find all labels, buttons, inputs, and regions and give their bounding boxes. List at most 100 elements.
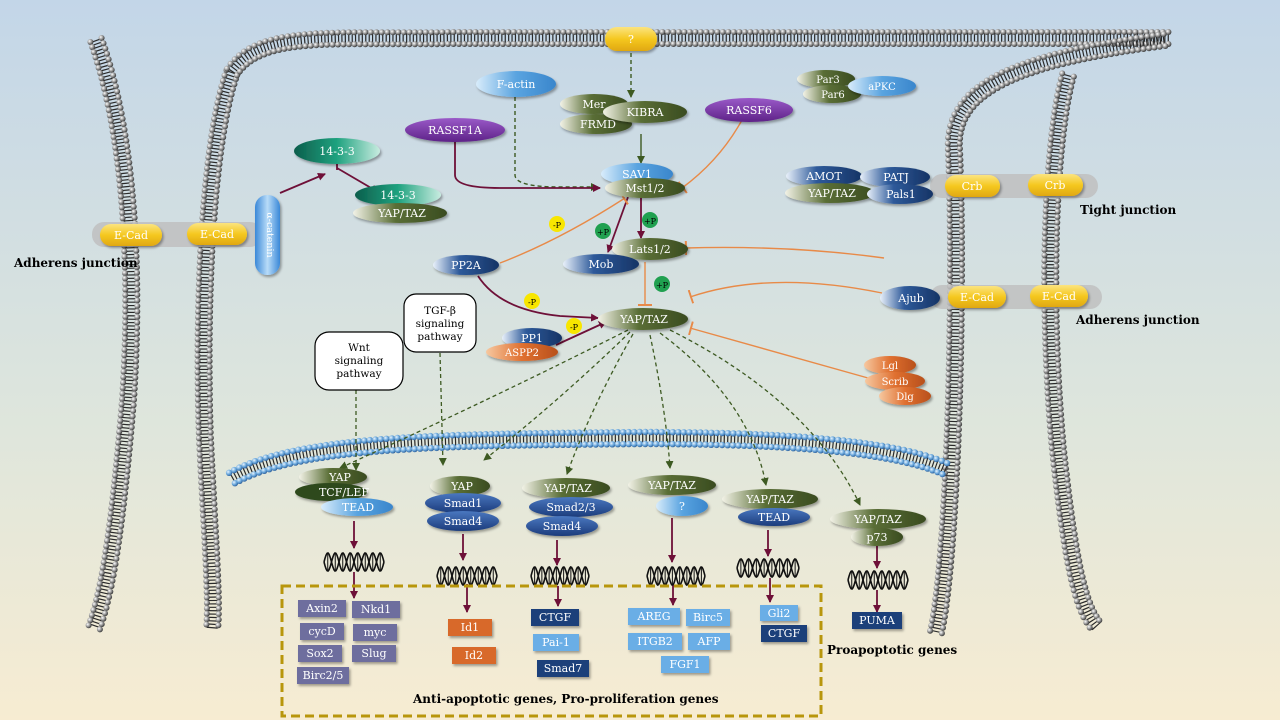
- membrane-lipid-bead: [747, 29, 754, 35]
- membrane-lipid-bead: [945, 376, 952, 383]
- membrane-lipid-bead: [844, 449, 851, 457]
- membrane-lipid-bead: [99, 564, 106, 571]
- membrane-lipid-bead: [1009, 64, 1016, 71]
- membrane-lipid-bead: [1053, 483, 1060, 490]
- membrane-lipid-bead: [784, 444, 791, 452]
- membrane-lipid-bead: [133, 258, 140, 265]
- membrane-lipid-bead: [1044, 29, 1051, 35]
- membrane-lipid-bead: [1050, 114, 1057, 121]
- membrane-lipid-bead: [434, 41, 440, 48]
- membrane-lipid-bead: [1077, 563, 1084, 570]
- membrane-lipid-bead: [472, 41, 479, 47]
- membrane-lipid-bead: [1049, 29, 1056, 35]
- membrane-lipid-bead: [110, 572, 117, 579]
- membrane-lipid-bead: [537, 429, 544, 437]
- membrane-lipid-bead: [120, 506, 127, 513]
- membrane-lipid-bead: [736, 29, 743, 35]
- membrane-lipid-bead: [862, 29, 869, 35]
- annotations: Adherens junction Tight junction Adheren…: [13, 203, 1200, 706]
- membrane-lipid-bead: [217, 150, 224, 157]
- dna-helix-5: [736, 558, 800, 578]
- pp1-label: PP1: [521, 332, 543, 345]
- membrane-lipid-bead: [199, 209, 206, 216]
- membrane-lipid-bead: [400, 41, 407, 48]
- membrane-lipid-bead: [762, 443, 770, 450]
- membrane-lipid-bead: [311, 443, 319, 450]
- membrane-lipid-bead: [351, 29, 358, 36]
- membrane-lipid-bead: [194, 336, 201, 343]
- membrane-lipid-bead: [1042, 213, 1049, 220]
- membrane-lipid-bead: [125, 457, 132, 464]
- membrane-lipid-bead: [945, 128, 952, 135]
- membrane-lipid-bead: [658, 440, 665, 448]
- membrane-lipid-bead: [1042, 351, 1049, 358]
- membrane-lipid-bead: [713, 429, 721, 437]
- membrane-lipid-bead: [958, 322, 965, 328]
- phospho-minus-badge-2: [524, 293, 540, 309]
- membrane-lipid-bead: [197, 462, 204, 469]
- membrane-lipid-bead: [226, 102, 233, 109]
- membrane-lipid-bead: [763, 29, 770, 35]
- membrane-lipid-bead: [202, 550, 209, 557]
- wnt-pathway-box: [314, 331, 404, 391]
- edge-pp1-yaptaz: [555, 321, 607, 346]
- gene-birc5: [686, 609, 730, 626]
- membrane-lipid-bead: [947, 244, 953, 251]
- membrane-lipid-bead: [132, 363, 139, 370]
- membrane-lipid-bead: [526, 430, 533, 437]
- membrane-lipid-bead: [504, 442, 512, 449]
- membrane-lipid-bead: [212, 199, 219, 206]
- phospho-minus-badge-3: [566, 318, 582, 334]
- membrane-lipid-bead: [1044, 379, 1050, 385]
- membrane-lipid-bead: [132, 374, 139, 381]
- membrane-lipid-bead: [543, 41, 550, 47]
- membrane-lipid-bead: [978, 41, 985, 47]
- membrane-lipid-bead: [686, 29, 693, 35]
- membrane-lipid-bead: [273, 35, 280, 42]
- membrane-lipid-bead: [944, 146, 951, 153]
- membrane-lipid-bead: [730, 29, 737, 35]
- membrane-lipid-bead: [1064, 476, 1071, 483]
- membrane-lipid-bead: [1033, 41, 1040, 47]
- edge-factin-sav1: [514, 97, 599, 191]
- membrane-lipid-bead: [1053, 323, 1060, 330]
- membrane-lipid-bead: [587, 429, 594, 436]
- membrane-lipid-bead: [938, 530, 945, 537]
- membrane-lipid-bead: [206, 330, 213, 337]
- membrane-lipid-bead: [197, 253, 203, 260]
- target-genes: Axin2 Nkd1 cycD myc Sox2 Slug Birc2/5 Id…: [297, 600, 902, 684]
- membrane-lipid-bead: [114, 161, 121, 167]
- membrane-lipid-bead: [929, 467, 936, 474]
- membrane-lipid-bead: [355, 437, 363, 445]
- membrane-lipid-bead: [223, 112, 230, 119]
- membrane-lipid-bead: [1091, 608, 1098, 615]
- membrane-lipid-bead: [477, 29, 484, 35]
- membrane-lipid-bead: [1011, 41, 1018, 47]
- membrane-lipid-bead: [195, 435, 202, 442]
- membrane-lipid-bead: [400, 446, 407, 453]
- edge-lgl-yaptaz: [688, 321, 869, 379]
- membrane-lipid-bead: [959, 244, 965, 251]
- membrane-lipid-bead: [109, 494, 116, 501]
- membrane-lipid-bead: [1058, 422, 1065, 429]
- membrane-lipid-bead: [945, 162, 952, 169]
- membrane-lipid-bead: [128, 424, 135, 431]
- membrane-lipid-bead: [112, 144, 119, 151]
- n2-smad4-label: Smad4: [444, 515, 483, 528]
- membrane-lipid-bead: [943, 602, 950, 609]
- membrane-lipid-bead: [560, 29, 567, 35]
- membrane-lipid-bead: [100, 615, 107, 622]
- membrane-lipid-bead: [576, 429, 583, 436]
- membrane-lipid-bead: [1046, 147, 1053, 154]
- membrane-lipid-bead: [958, 349, 965, 356]
- membrane-lipid-bead: [134, 297, 141, 304]
- yaptaz-central-label: YAP/TAZ: [619, 313, 668, 326]
- ajub-node: [880, 286, 940, 310]
- membrane-lipid-bead: [702, 441, 709, 448]
- dna-helix-4: [646, 566, 706, 586]
- membrane-lipid-bead: [598, 41, 605, 47]
- membrane-lipid-bead: [214, 177, 221, 184]
- membrane-lipid-bead: [908, 461, 916, 468]
- n4-unknown-node: [656, 496, 708, 516]
- membrane-lipid-bead: [647, 440, 654, 448]
